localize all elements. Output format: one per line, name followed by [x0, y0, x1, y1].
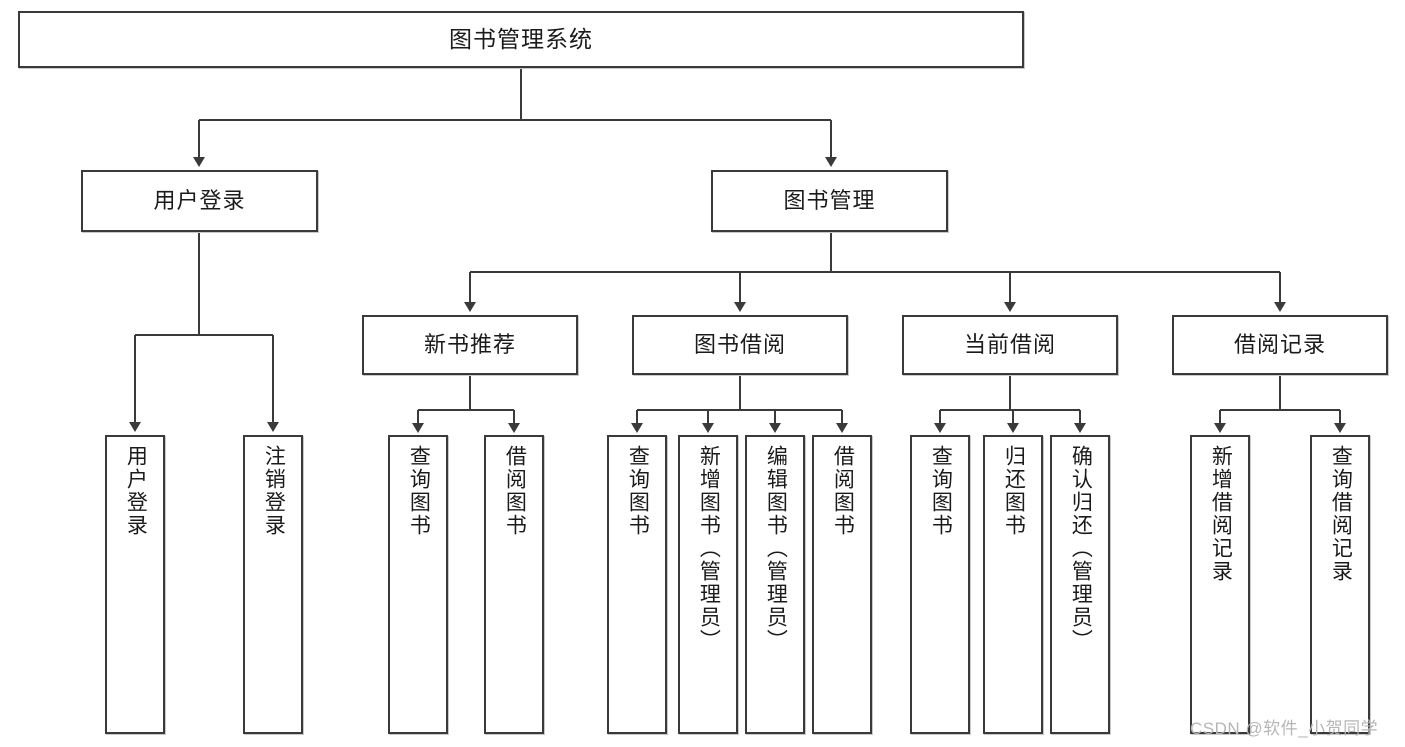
node-leaf-return-book-label: 归还图书 — [1002, 445, 1026, 537]
csdn-watermark: CSDN @软件_小贺同学 — [1190, 719, 1379, 738]
node-leaf-edit-book-label: 编辑图书（管理员） — [764, 445, 788, 652]
node-leaf-borrow-book-1-label: 借阅图书 — [503, 445, 527, 537]
node-leaf-confirm-return[interactable]: 确认归还（管理员） — [1050, 435, 1110, 734]
node-leaf-query-borrow-record[interactable]: 查询借阅记录 — [1310, 435, 1370, 734]
node-leaf-add-book[interactable]: 新增图书（管理员） — [678, 435, 738, 734]
node-leaf-query-book-1-label: 查询图书 — [407, 445, 431, 537]
node-current-borrow-label: 当前借阅 — [963, 332, 1056, 357]
node-leaf-query-book-1[interactable]: 查询图书 — [388, 435, 448, 734]
node-new-book-recommend-label: 新书推荐 — [423, 332, 516, 357]
node-leaf-user-logout[interactable]: 注销登录 — [243, 435, 303, 734]
node-leaf-add-book-label: 新增图书（管理员） — [697, 445, 721, 652]
node-new-book-recommend[interactable]: 新书推荐 — [362, 315, 578, 375]
node-leaf-query-book-3[interactable]: 查询图书 — [910, 435, 970, 734]
node-leaf-user-logout-label: 注销登录 — [262, 445, 286, 537]
node-borrow-record-label: 借阅记录 — [1233, 332, 1326, 357]
node-leaf-borrow-book-1[interactable]: 借阅图书 — [484, 435, 544, 734]
node-leaf-confirm-return-label: 确认归还（管理员） — [1069, 445, 1093, 652]
node-leaf-add-borrow-record-label: 新增借阅记录 — [1209, 445, 1233, 583]
node-leaf-edit-book[interactable]: 编辑图书（管理员） — [745, 435, 805, 734]
node-user-login-label: 用户登录 — [153, 188, 246, 213]
node-book-manage[interactable]: 图书管理 — [711, 170, 948, 232]
node-book-borrow[interactable]: 图书借阅 — [632, 315, 848, 375]
node-leaf-borrow-book-2[interactable]: 借阅图书 — [812, 435, 872, 734]
node-current-borrow[interactable]: 当前借阅 — [902, 315, 1118, 375]
node-book-borrow-label: 图书借阅 — [693, 332, 786, 357]
node-root-label: 图书管理系统 — [449, 26, 593, 52]
node-user-login[interactable]: 用户登录 — [81, 170, 318, 232]
node-leaf-return-book[interactable]: 归还图书 — [983, 435, 1043, 734]
node-leaf-query-book-2[interactable]: 查询图书 — [607, 435, 667, 734]
node-borrow-record[interactable]: 借阅记录 — [1172, 315, 1388, 375]
node-leaf-borrow-book-2-label: 借阅图书 — [831, 445, 855, 537]
node-leaf-query-book-3-label: 查询图书 — [929, 445, 953, 537]
node-leaf-query-borrow-record-label: 查询借阅记录 — [1329, 445, 1353, 583]
node-leaf-add-borrow-record[interactable]: 新增借阅记录 — [1190, 435, 1250, 734]
node-leaf-query-book-2-label: 查询图书 — [626, 445, 650, 537]
node-root[interactable]: 图书管理系统 — [18, 11, 1024, 68]
node-leaf-user-login[interactable]: 用户登录 — [105, 435, 165, 734]
node-book-manage-label: 图书管理 — [783, 188, 876, 213]
node-leaf-user-login-label: 用户登录 — [124, 445, 148, 537]
